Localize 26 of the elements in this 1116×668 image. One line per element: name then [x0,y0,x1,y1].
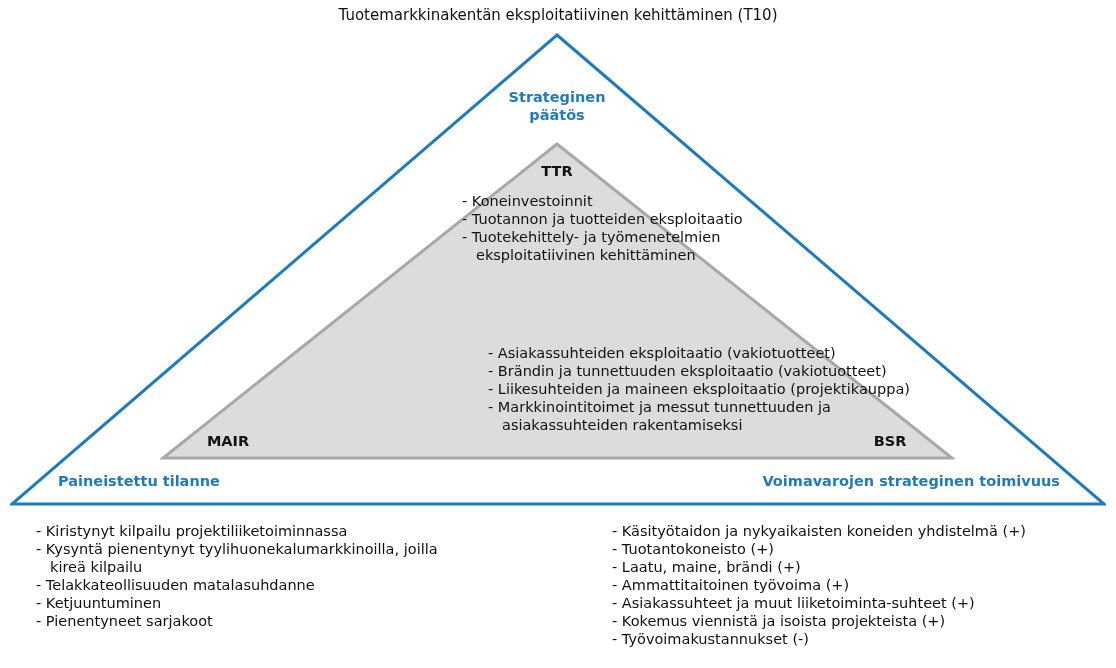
corner-label: MAIR [205,432,251,450]
corner-label: Strateginen päätös [507,88,607,124]
list-item: - Koneinvestoinnit [462,192,594,210]
list-item: - Tuotannon ja tuotteiden eksploitaatio [462,210,744,228]
list-item: - Brändin ja tunnettuuden eksploitaatio (vakiotuotteet) [488,362,888,380]
list-item: - Markkinointitoimet ja messut tunnettuuden ja asiakassuhteiden rakentamiseksi [488,398,832,434]
list-item: - Tuotantokoneisto (+) [612,540,775,558]
list-item: - Laatu, maine, brändi (+) [612,558,802,576]
list-item: - Pienentyneet sarjakoot [36,612,214,630]
list-item: - Telakkateollisuuden matalasuhdanne [36,576,316,594]
list-item: - Käsityötaidon ja nykyaikaisten koneiden yhdistelmä (+) [612,522,1027,540]
corner-label: Voimavarojen strateginen toimivuus [761,472,1060,490]
list-item: - Kysyntä pienentynyt tyylihuonekalumarkkinoilla, joilla kireä kilpailu [36,540,439,576]
list-item: - Ammattitaitoinen työvoima (+) [612,576,851,594]
list-item: - Kiristynyt kilpailu projektiliiketoiminnassa [36,522,349,540]
list-item: - Asiakassuhteiden eksploitaatio (vakiotuotteet) [488,344,837,362]
diagram-title: Tuotemarkkinakentän eksploitatiivinen kehittäminen (T10) [337,6,779,24]
corner-label: BSR [872,432,908,450]
corner-label: TTR [540,162,574,180]
list-item: - Kokemus viennistä ja isoista projekteista (+) [612,612,947,630]
list-item: - Ketjuuntuminen [36,594,163,612]
list-item: - Asiakassuhteet ja muut liiketoiminta-suhteet (+) [612,594,976,612]
list-item: - Liikesuhteiden ja maineen eksploitaatio (projektikauppa) [488,380,911,398]
list-item: - Työvoimakustannukset (-) [612,630,810,648]
list-item: - Tuotekehittely- ja työmenetelmien eksploitatiivinen kehittäminen [462,228,722,264]
corner-label: Paineistettu tilanne [58,472,221,490]
